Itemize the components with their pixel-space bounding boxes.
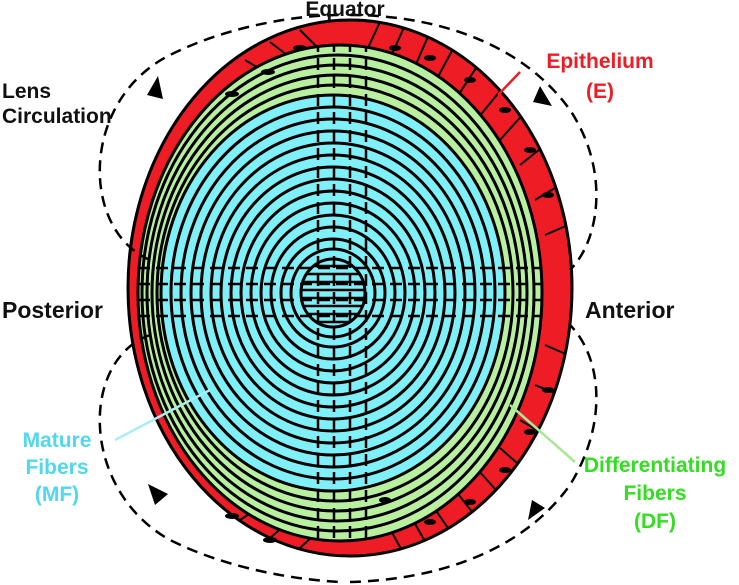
leader-lines xyxy=(114,71,576,463)
differentiating-fibers-label-line2: Fibers xyxy=(623,482,686,505)
arrow-down-right-icon xyxy=(533,86,552,106)
anterior-label: Anterior xyxy=(585,297,675,323)
gap-junction-grid xyxy=(138,45,542,541)
cell-nuclei xyxy=(225,45,554,543)
circulation-loop-top-right xyxy=(349,13,598,271)
differentiating-fiber-rings xyxy=(140,53,536,533)
mature-fibers-leader xyxy=(114,388,211,442)
mature-fibers-label-line3: (MF) xyxy=(35,483,79,506)
mature-fibers-label-line2: Fibers xyxy=(25,456,88,479)
arrow-up-left-lower-icon xyxy=(148,484,168,505)
lens-circulation-label-line2: Circulation xyxy=(2,105,112,128)
arrow-up-left-icon xyxy=(147,76,163,99)
circulation-arrows xyxy=(147,76,552,520)
epithelium-label-line1: Epithelium xyxy=(546,50,653,73)
equator-label: Equator xyxy=(305,0,384,21)
circulation-loop-bottom-right xyxy=(349,324,598,584)
epithelium-label-line2: (E) xyxy=(586,80,614,103)
arrow-down-right-lower-icon xyxy=(528,500,545,520)
circulation-loop-bottom-left xyxy=(98,333,341,584)
posterior-label: Posterior xyxy=(2,297,103,323)
circulation-loop-top-left xyxy=(98,13,341,262)
differentiating-fibers-label-line3: (DF) xyxy=(634,510,676,533)
differentiating-fibers-label-line1: Differentiating xyxy=(584,454,726,477)
epithelium-leader xyxy=(497,71,521,96)
circulation-loops xyxy=(98,13,598,584)
differentiating-fibers-leader xyxy=(509,404,576,463)
lens-circulation-label-line1: Lens xyxy=(2,80,51,103)
mature-fibers-label-line1: Mature xyxy=(23,429,92,452)
